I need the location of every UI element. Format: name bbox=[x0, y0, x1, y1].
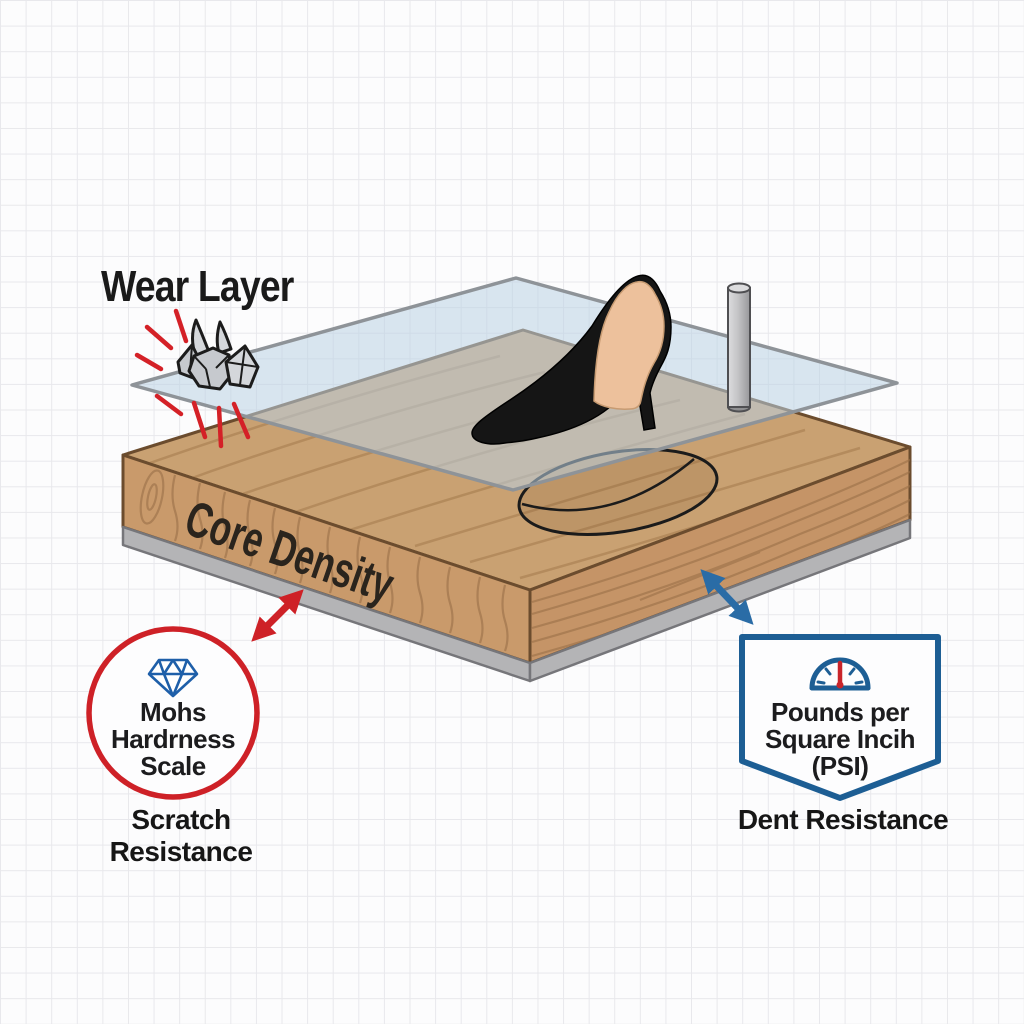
psi-line-2: Square Incih bbox=[764, 724, 916, 754]
psi-line-1: Pounds per bbox=[770, 697, 910, 727]
mohs-circle-badge bbox=[86, 626, 260, 800]
scratch-resistance-caption: Scratch Resistance bbox=[109, 804, 253, 867]
mohs-line-2: Hardrness bbox=[110, 724, 236, 754]
metal-rod-icon bbox=[727, 282, 751, 413]
mohs-badge-text: Mohs Hardrness Scale bbox=[83, 699, 263, 780]
mohs-line-3: Scale bbox=[140, 751, 206, 781]
dent-arrow bbox=[700, 569, 754, 625]
psi-badge-text: Pounds per Square Incih (PSI) bbox=[750, 699, 930, 780]
psi-shield-badge bbox=[739, 634, 941, 801]
wear-layer-label: Wear Layer bbox=[101, 262, 294, 311]
diamond-gem-icon bbox=[147, 658, 199, 698]
left-face-grain bbox=[139, 469, 509, 652]
mohs-line-1: Mohs bbox=[140, 697, 206, 727]
high-heel-shoe-icon bbox=[471, 274, 672, 445]
transparent-wear-layer-sheet bbox=[130, 276, 899, 492]
scratch-arrow bbox=[251, 589, 304, 642]
impact-lines bbox=[134, 308, 251, 449]
dent-resistance-caption: Dent Resistance bbox=[737, 804, 949, 835]
abrasive-stones-icon bbox=[176, 318, 260, 391]
psi-line-3: (PSI) bbox=[811, 751, 869, 781]
pressure-gauge-icon bbox=[809, 657, 871, 691]
